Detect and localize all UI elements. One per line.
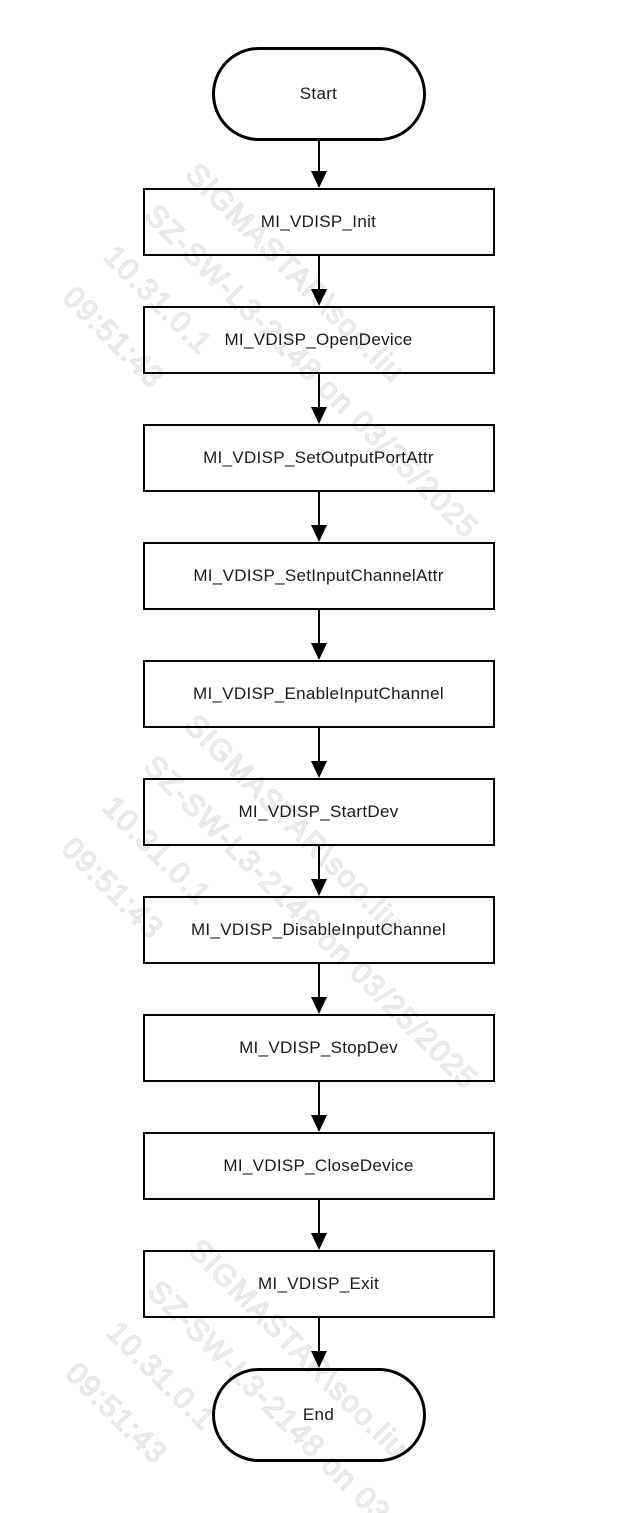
arrow-shaft	[317, 492, 320, 525]
arrow-shaft	[317, 1318, 320, 1351]
arrow-shaft	[317, 256, 320, 289]
process-node: MI_VDISP_DisableInputChannel	[142, 896, 495, 964]
flow-arrow	[310, 1082, 328, 1132]
flow-arrow	[310, 492, 328, 542]
flow-arrow	[310, 256, 328, 306]
process-node: MI_VDISP_OpenDevice	[142, 306, 495, 374]
process-node: MI_VDISP_StartDev	[142, 778, 495, 846]
start-node: Start	[211, 47, 426, 141]
process-node: MI_VDISP_Exit	[142, 1250, 495, 1318]
start-label: Start	[299, 84, 338, 103]
end-node: End	[211, 1368, 426, 1462]
arrow-shaft	[317, 1200, 320, 1233]
flow-arrow	[310, 141, 328, 188]
arrow-head-icon	[310, 1115, 327, 1132]
process-label: MI_VDISP_OpenDevice	[224, 330, 413, 349]
flow-arrow	[310, 964, 328, 1014]
arrow-head-icon	[310, 1351, 327, 1368]
process-label: MI_VDISP_CloseDevice	[223, 1156, 414, 1175]
flow-arrow	[310, 846, 328, 896]
flow-arrow	[310, 1200, 328, 1250]
arrow-shaft	[317, 1082, 320, 1115]
arrow-shaft	[317, 141, 320, 171]
arrow-head-icon	[310, 289, 327, 306]
end-label: End	[302, 1405, 335, 1424]
arrow-head-icon	[310, 761, 327, 778]
process-node: MI_VDISP_CloseDevice	[142, 1132, 495, 1200]
arrow-head-icon	[310, 879, 327, 896]
arrow-shaft	[317, 964, 320, 997]
process-label: MI_VDISP_Exit	[257, 1274, 380, 1293]
process-label: MI_VDISP_DisableInputChannel	[190, 920, 447, 939]
process-node: MI_VDISP_SetInputChannelAttr	[142, 542, 495, 610]
process-node: MI_VDISP_EnableInputChannel	[142, 660, 495, 728]
process-label: MI_VDISP_SetOutputPortAttr	[203, 448, 434, 467]
arrow-head-icon	[310, 997, 327, 1014]
arrow-shaft	[317, 374, 320, 407]
flow-arrow	[310, 610, 328, 660]
process-label: MI_VDISP_SetInputChannelAttr	[193, 566, 444, 585]
process-label: MI_VDISP_Init	[260, 212, 377, 231]
flow-arrow	[310, 1318, 328, 1368]
arrow-head-icon	[310, 643, 327, 660]
arrow-head-icon	[310, 1233, 327, 1250]
process-label: MI_VDISP_StopDev	[239, 1038, 398, 1057]
arrow-head-icon	[310, 407, 327, 424]
arrow-head-icon	[310, 171, 327, 188]
process-node: MI_VDISP_StopDev	[142, 1014, 495, 1082]
process-label: MI_VDISP_StartDev	[238, 802, 399, 821]
arrow-shaft	[317, 728, 320, 761]
process-node: MI_VDISP_SetOutputPortAttr	[142, 424, 495, 492]
process-label: MI_VDISP_EnableInputChannel	[193, 684, 444, 703]
process-node: MI_VDISP_Init	[142, 188, 495, 256]
arrow-shaft	[317, 610, 320, 643]
flow-arrow	[310, 374, 328, 424]
arrow-head-icon	[310, 525, 327, 542]
flow-arrow	[310, 728, 328, 778]
arrow-shaft	[317, 846, 320, 879]
